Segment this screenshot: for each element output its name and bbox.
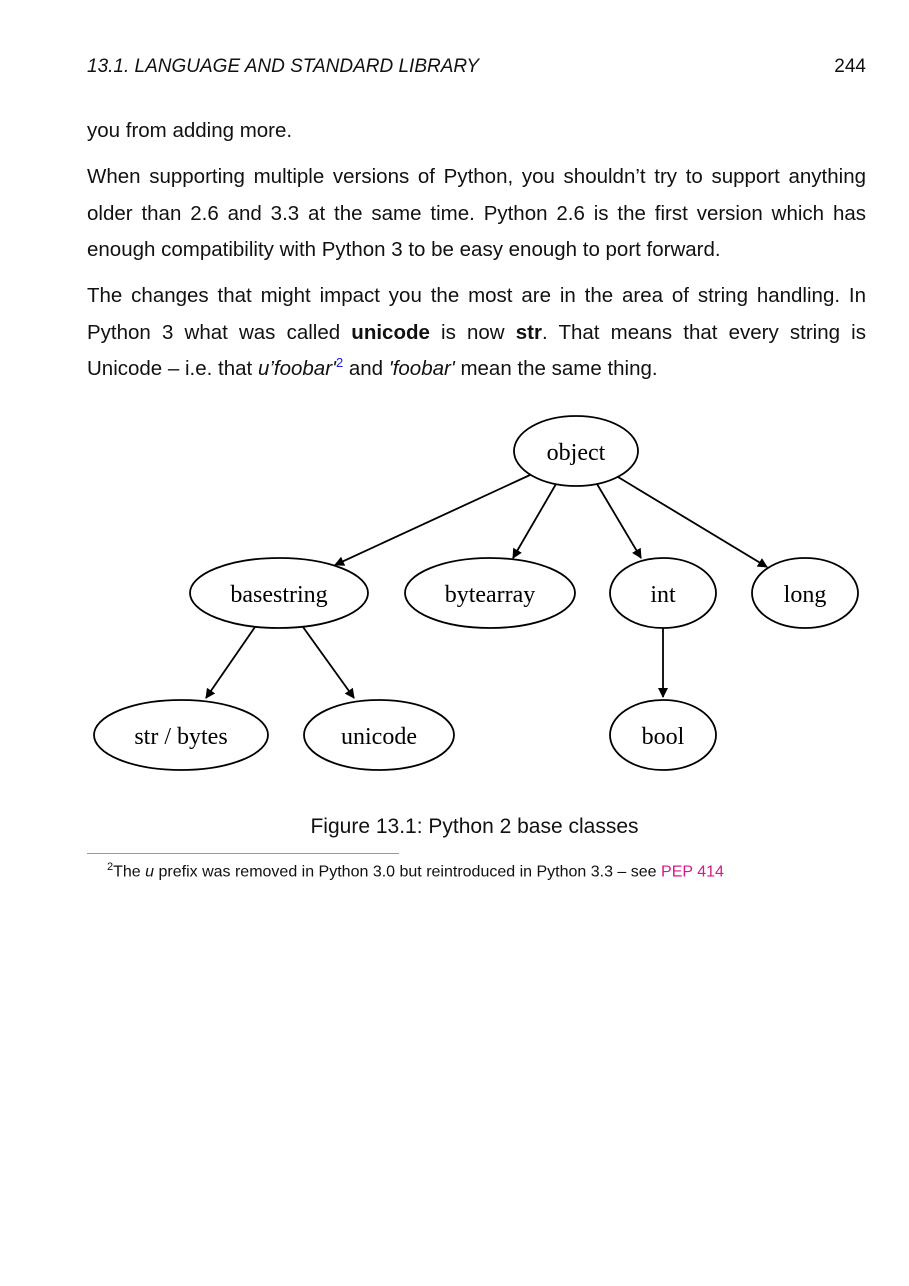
section-title: 13.1. LANGUAGE AND STANDARD LIBRARY	[87, 56, 480, 77]
body-text: you from adding more. When supporting mu…	[87, 113, 866, 397]
footnote-text-2: prefix was removed in Python 3.0 but rei…	[154, 863, 662, 881]
label-unicode: unicode	[341, 724, 417, 750]
node-object	[513, 415, 639, 487]
edge-basestring-strbytes	[205, 626, 256, 699]
keyword-unicode: unicode	[351, 320, 430, 344]
edge-object-int	[596, 483, 642, 559]
p3-text-a: The changes that might impact you the mo…	[87, 284, 866, 344]
keyword-str: str	[515, 320, 542, 344]
pep-414-link[interactable]: PEP 414	[661, 863, 724, 881]
node-int	[609, 557, 717, 629]
node-basestring	[189, 557, 369, 629]
edge-object-long	[617, 476, 768, 568]
p3-text-g: and	[343, 357, 389, 380]
node-str-bytes	[93, 699, 269, 771]
label-int: int	[650, 582, 676, 608]
running-header: 13.1. LANGUAGE AND STANDARD LIBRARY 244	[87, 56, 866, 82]
p3-text-c: is now	[429, 320, 516, 344]
edge-object-bytearray	[512, 483, 557, 559]
class-hierarchy-diagram: object basestring bytearray int long str…	[93, 415, 859, 771]
p3-text-e: . That means that every string is Unicod…	[87, 320, 866, 381]
page-number: 244	[834, 56, 866, 77]
paragraph-2: When supporting multiple versions of Pyt…	[87, 165, 866, 261]
footnote-ref-2[interactable]: 2	[335, 355, 344, 371]
node-unicode	[303, 699, 455, 771]
node-bytearray	[404, 557, 576, 629]
paragraph-3: The changes that might impact you the mo…	[87, 278, 866, 388]
edge-basestring-unicode	[302, 626, 355, 699]
footnote-mark: 2	[107, 861, 114, 873]
footnote-text-1: The	[113, 863, 146, 881]
paragraph-1: you from adding more.	[87, 119, 293, 142]
label-str-bytes: str / bytes	[134, 724, 227, 750]
edge-object-basestring	[334, 474, 531, 566]
node-bool	[609, 699, 717, 771]
label-basestring: basestring	[230, 582, 327, 608]
label-long: long	[784, 582, 827, 608]
label-bytearray: bytearray	[445, 582, 536, 608]
footnote-u-prefix: u	[145, 863, 155, 881]
literal-foobar: 'foobar'	[388, 357, 455, 380]
footnote-divider	[87, 853, 399, 854]
label-bool: bool	[642, 724, 685, 750]
p3-text-i: mean the same thing.	[454, 357, 658, 380]
literal-u-foobar: u’foobar'	[257, 357, 336, 380]
node-long	[751, 557, 859, 629]
label-object: object	[547, 440, 606, 466]
footnote: 2The u prefix was removed in Python 3.0 …	[107, 856, 724, 883]
figure-caption: Figure 13.1: Python 2 base classes	[310, 815, 639, 838]
